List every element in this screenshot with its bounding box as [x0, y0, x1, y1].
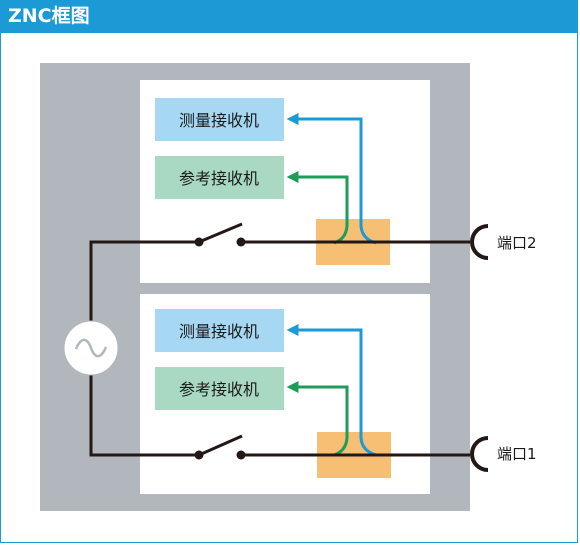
- main-wiring: [89, 240, 470, 457]
- upper-reference-receiver-label: 参考接收机: [179, 169, 259, 188]
- ac-source-icon: [63, 320, 119, 376]
- lower-measure-receiver-label: 测量接收机: [179, 322, 259, 341]
- title-bar: ZNC框图: [0, 0, 578, 33]
- lower-reference-receiver-box: [155, 367, 284, 410]
- upper-measure-receiver-box: [155, 98, 284, 141]
- upper-reference-receiver-box: [155, 156, 284, 199]
- diagram-title: ZNC框图: [8, 5, 90, 27]
- port-2-label: 端口2: [497, 234, 537, 252]
- switch-icon: [194, 434, 246, 460]
- port-1-label: 端口1: [497, 445, 537, 463]
- switch-icon: [194, 222, 246, 247]
- lower-reference-receiver-label: 参考接收机: [179, 380, 259, 399]
- port-connector-icon: [470, 224, 489, 260]
- lower-measure-receiver-box: [155, 309, 284, 352]
- port-connector-icon: [470, 436, 489, 472]
- upper-measure-receiver-label: 测量接收机: [179, 111, 259, 130]
